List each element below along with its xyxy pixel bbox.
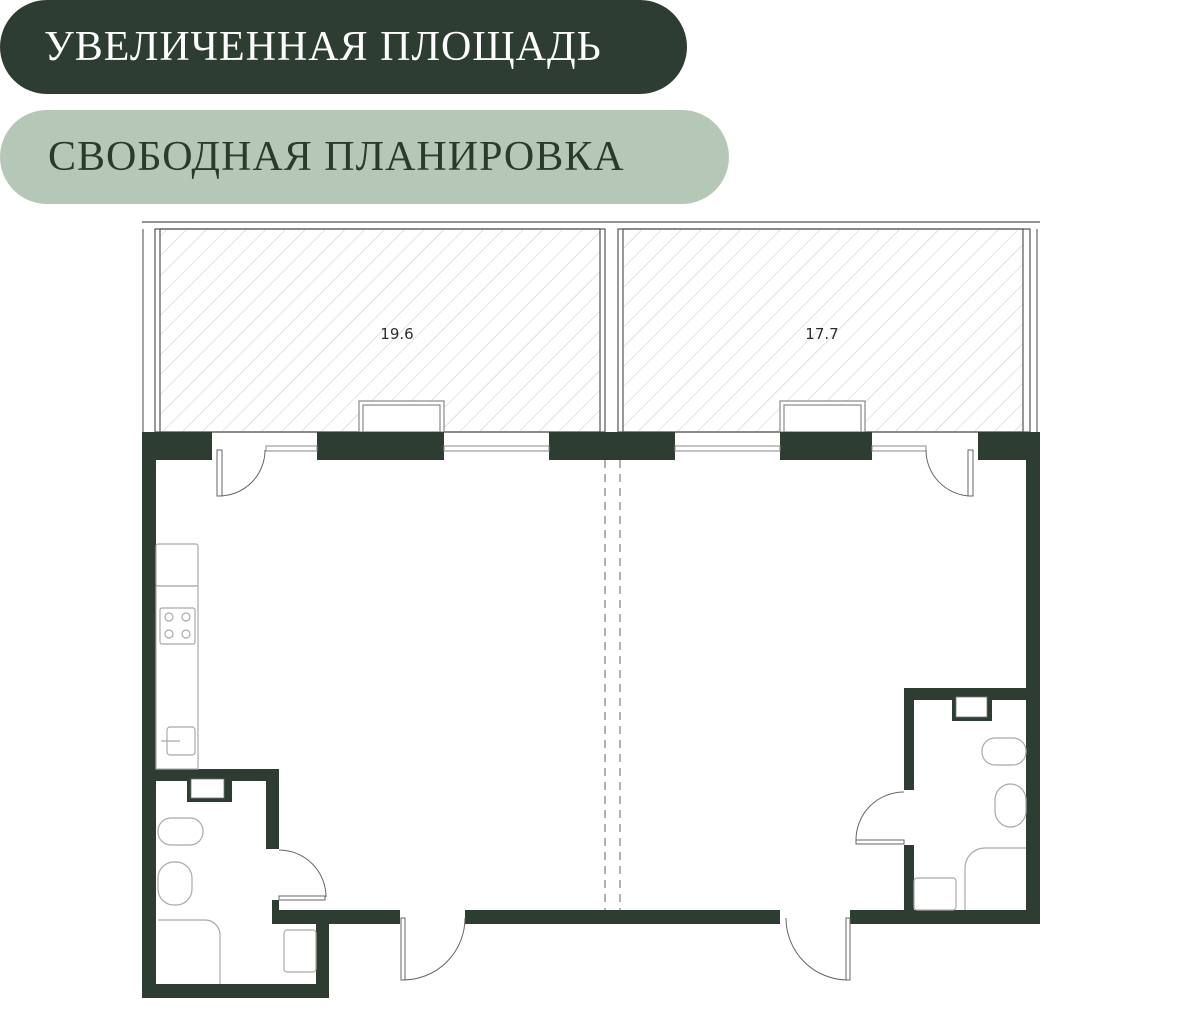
toilet-right: [981, 737, 1027, 766]
door-bath-right: [855, 839, 905, 845]
free-layout-label: СВОБОДНАЯ ПЛАНИРОВКА: [48, 134, 625, 180]
shower-right: [964, 847, 1026, 910]
window: [674, 445, 781, 452]
ac-unit-right: [779, 400, 866, 433]
window: [265, 445, 318, 452]
washbasin-right: [994, 783, 1027, 828]
toilet-left: [157, 817, 204, 846]
free-layout-badge: СВОБОДНАЯ ПЛАНИРОВКА: [0, 110, 729, 204]
balcony-left: [159, 228, 601, 433]
door-bath-left: [278, 895, 326, 901]
walls: [142, 432, 1040, 998]
washbasin-left: [157, 861, 193, 906]
balcony-left-area: 19.6: [380, 325, 413, 343]
balcony-right: [622, 228, 1024, 433]
door-entrance-left: [400, 917, 406, 981]
door-balcony-left: [216, 449, 223, 497]
kitchen-counter: [155, 585, 199, 770]
cooktop: [159, 607, 196, 645]
ac-unit-left: [358, 400, 445, 433]
door-balcony-right: [967, 449, 974, 497]
fridge: [155, 543, 199, 587]
window: [871, 445, 927, 452]
shower-left: [158, 919, 221, 984]
balcony-right-area: 17.7: [805, 325, 838, 343]
washer-left: [283, 929, 317, 973]
washer-right: [913, 877, 957, 911]
enlarged-area-label: УВЕЛИЧЕННАЯ ПЛОЩАДЬ: [44, 24, 602, 70]
window: [443, 445, 550, 452]
door-entrance-right: [845, 917, 851, 981]
enlarged-area-badge: УВЕЛИЧЕННАЯ ПЛОЩАДЬ: [0, 0, 687, 94]
